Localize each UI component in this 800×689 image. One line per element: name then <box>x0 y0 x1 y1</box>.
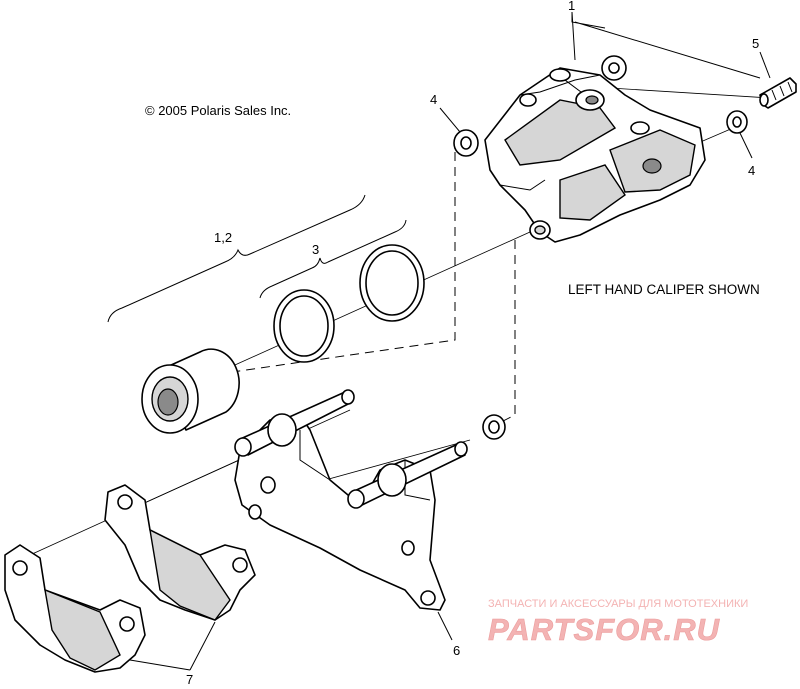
callout-3: 3 <box>312 242 319 257</box>
washer-right <box>726 110 748 134</box>
callout-7: 7 <box>186 672 193 687</box>
bleeder-valve <box>759 77 797 109</box>
guide-pin-lower <box>347 441 468 509</box>
callout-1: 1 <box>568 0 575 13</box>
washer-top <box>601 55 627 81</box>
callout-5: 5 <box>752 36 759 51</box>
guide-pin-upper <box>234 389 355 457</box>
brake-pad-rear <box>104 484 256 621</box>
callout-leaders <box>107 11 771 671</box>
watermark-logo: PARTSFOR.RU <box>488 612 721 647</box>
watermark: ЗАПЧАСТИ И АКСЕССУАРЫ ДЛЯ МОТОТЕХНИКИ PA… <box>488 598 749 647</box>
washer-upper-left <box>453 129 479 157</box>
caliper-body <box>484 67 706 243</box>
washer-lower <box>482 414 506 440</box>
callout-4-left: 4 <box>430 92 437 107</box>
caliper-shown-note: LEFT HAND CALIPER SHOWN <box>568 282 760 297</box>
callout-6: 6 <box>453 643 460 658</box>
mounting-bracket <box>234 414 446 611</box>
brake-pad-front <box>4 544 146 673</box>
watermark-caption: ЗАПЧАСТИ И АКСЕССУАРЫ ДЛЯ МОТОТЕХНИКИ <box>488 598 748 610</box>
copyright-text: © 2005 Polaris Sales Inc. <box>145 103 291 118</box>
callout-1-2: 1,2 <box>214 230 232 245</box>
seal-ring-large <box>359 244 425 322</box>
callout-4-right: 4 <box>748 163 755 178</box>
caliper-piston <box>141 348 240 434</box>
seal-ring-small <box>273 289 335 363</box>
